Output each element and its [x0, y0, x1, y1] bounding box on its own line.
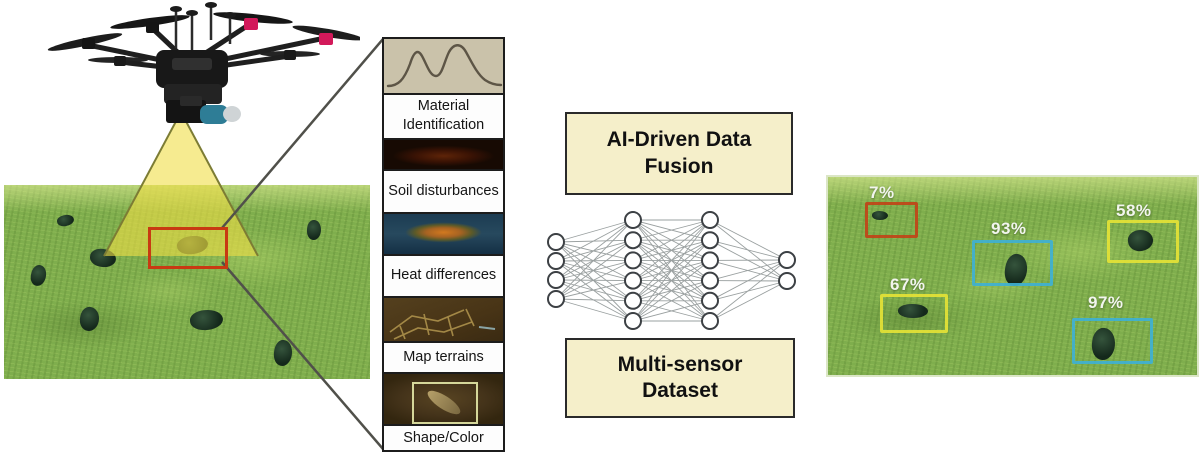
sensor-label-terrain: Map terrains — [384, 342, 503, 375]
confidence-label-58: 58% — [1116, 201, 1152, 220]
mine-object — [56, 213, 75, 228]
mine-object — [28, 263, 49, 288]
confidence-label-93: 93% — [991, 219, 1027, 238]
confidence-label-67: 67% — [890, 275, 926, 294]
camera-gimbal — [166, 96, 241, 124]
spectral-signature-image — [384, 39, 503, 95]
dataset-label: Multi-sensor Dataset — [617, 352, 743, 402]
sensor-label-soil: Soil disturbances — [384, 171, 503, 215]
object-blob — [424, 387, 464, 419]
dataset-box: Multi-sensor Dataset — [565, 338, 795, 418]
detection-box-67 — [880, 294, 948, 333]
sensor-label-heat: Heat differences — [384, 255, 503, 298]
mine-object — [78, 305, 101, 333]
confidence-label-97: 97% — [1088, 293, 1124, 312]
spectral-curve-icon — [386, 44, 503, 88]
ai-fusion-box: AI-Driven Data Fusion — [565, 112, 793, 195]
thermal-scan-image — [384, 214, 503, 256]
scan-highlight-box — [148, 227, 228, 269]
mine-object — [872, 211, 888, 220]
shape-detection-frame — [412, 382, 478, 425]
mine-object — [306, 219, 322, 241]
detection-box-7 — [865, 202, 918, 238]
detection-box-97 — [1072, 318, 1153, 364]
antenna-caps — [170, 2, 236, 18]
terrain-mesh-icon — [389, 308, 496, 340]
soil-scan-image — [384, 139, 503, 172]
rgb-photo-image — [384, 374, 503, 427]
mine-object — [89, 247, 117, 269]
body — [156, 50, 228, 104]
ai-fusion-label: AI-Driven Data Fusion — [606, 128, 752, 178]
detection-box-93 — [972, 240, 1053, 286]
terrain-mesh-image — [384, 297, 503, 343]
sensor-label-material: Material Identification — [384, 94, 503, 140]
sensor-label-shape: Shape/Color — [384, 426, 503, 450]
drone-illustration — [47, 2, 360, 124]
mine-object — [898, 304, 928, 318]
mine-object — [189, 308, 224, 332]
detection-box-58 — [1107, 220, 1179, 263]
survey-field-photo — [4, 185, 370, 379]
sensor-strip: Material Identification Soil disturbance… — [382, 37, 505, 452]
detection-result-photo: 7% 93% 58% 67% 97% — [826, 175, 1199, 377]
confidence-label-7: 7% — [869, 183, 895, 202]
mine-object — [272, 338, 294, 368]
neural-network-diagram — [547, 211, 796, 330]
